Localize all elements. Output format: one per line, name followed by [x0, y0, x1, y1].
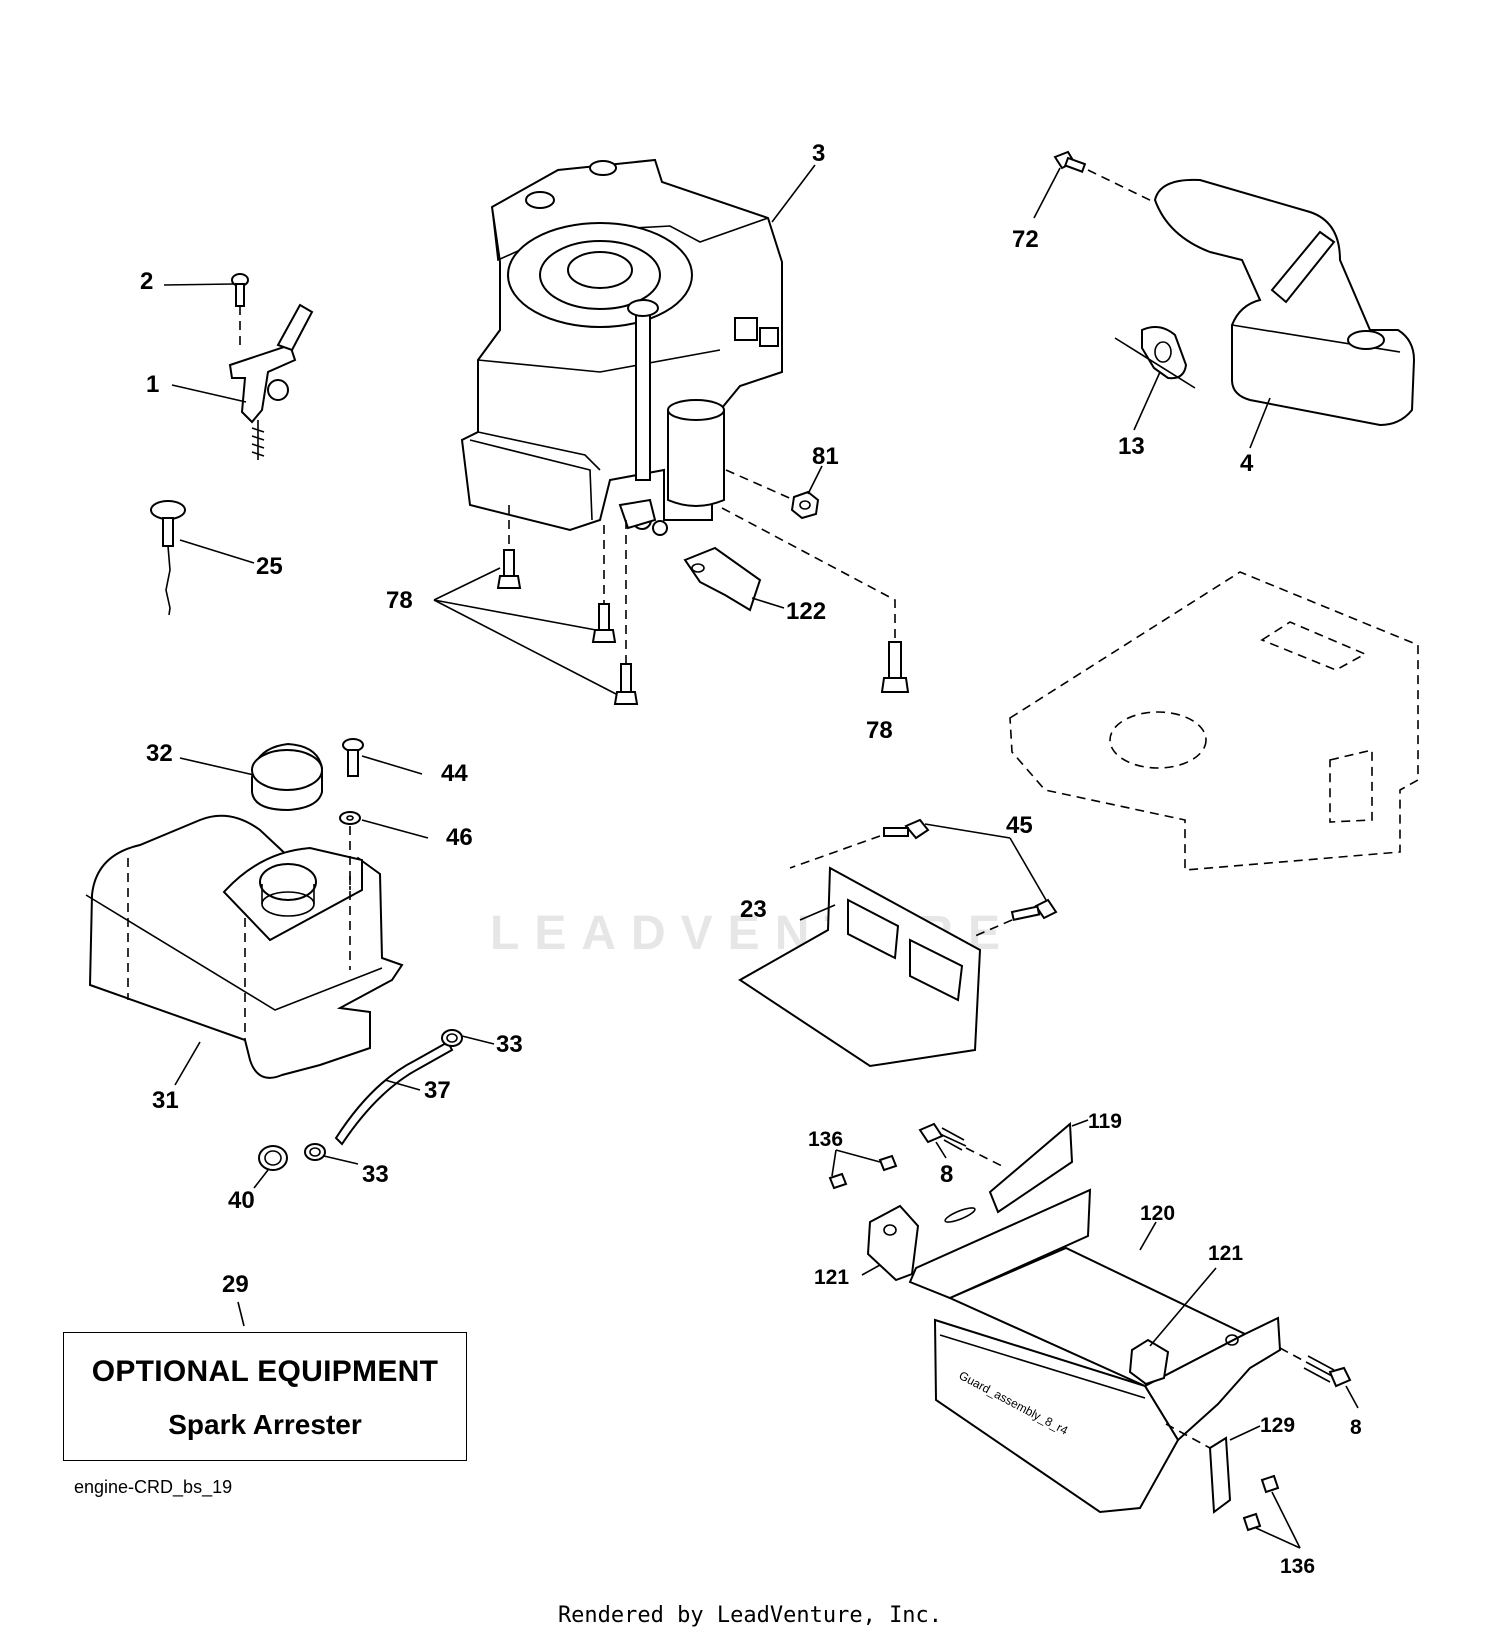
callout-120: 120	[1140, 1202, 1175, 1225]
callout-45: 45	[1006, 812, 1033, 839]
ring-part-40[interactable]	[258, 1145, 288, 1171]
callout-122: 122	[786, 598, 826, 625]
guard-assembly-part-120[interactable]	[908, 1188, 1282, 1514]
bolt-part-45-b[interactable]	[1010, 898, 1058, 922]
bolt-part-78-a[interactable]	[496, 549, 522, 589]
bracket-part-121-a[interactable]	[866, 1204, 920, 1282]
optional-equipment-title: OPTIONAL EQUIPMENT	[91, 1355, 439, 1388]
callout-81: 81	[812, 443, 839, 470]
clamp-part-33-b[interactable]	[304, 1143, 326, 1161]
bracket-part-121-b[interactable]	[1128, 1338, 1170, 1386]
fuel-tank-part-31[interactable]	[85, 814, 404, 1079]
optional-equipment-subtitle: Spark Arrester	[168, 1409, 362, 1440]
screw-part-44[interactable]	[342, 738, 364, 777]
callout-8-b: 8	[1350, 1416, 1362, 1439]
callout-136-a: 136	[808, 1128, 843, 1151]
callout-136-b: 136	[1280, 1555, 1315, 1578]
callout-33-b: 33	[362, 1161, 389, 1188]
callout-4: 4	[1240, 450, 1254, 477]
bolt-part-8-b[interactable]	[1303, 1355, 1352, 1388]
callout-72: 72	[1012, 226, 1039, 253]
footer-credit: Rendered by LeadVenture, Inc.	[557, 1603, 943, 1628]
callout-8-a: 8	[940, 1161, 953, 1188]
nut-part-81[interactable]	[790, 490, 820, 520]
clamp-part-33-a[interactable]	[441, 1029, 463, 1047]
callout-1: 1	[146, 371, 159, 398]
callout-121-a: 121	[814, 1266, 849, 1289]
washer-part-46[interactable]	[339, 811, 361, 825]
callout-119: 119	[1088, 1110, 1122, 1133]
bolt-part-8-a[interactable]	[918, 1122, 967, 1151]
callout-121-b: 121	[1208, 1242, 1243, 1265]
bolt-part-78-c[interactable]	[613, 663, 639, 705]
engine-part-3[interactable]	[460, 158, 783, 536]
callout-78-b: 78	[866, 717, 893, 744]
callout-40: 40	[228, 1187, 255, 1214]
heat-shield-part-23[interactable]	[738, 866, 982, 1068]
callout-13: 13	[1118, 433, 1145, 460]
optional-equipment-box: OPTIONAL EQUIPMENT Spark Arrester	[63, 1332, 467, 1461]
throttle-control-part-1[interactable]	[228, 303, 314, 460]
callout-33-a: 33	[496, 1031, 523, 1058]
bolt-part-45-a[interactable]	[883, 818, 930, 840]
bolt-part-78-b[interactable]	[591, 603, 617, 643]
plate-part-119[interactable]	[988, 1121, 1074, 1214]
fuel-line-part-37[interactable]	[334, 1040, 454, 1146]
screw-part-2[interactable]	[231, 273, 249, 307]
muffler-part-4[interactable]	[1153, 178, 1416, 427]
bolt-part-136-a[interactable]	[828, 1154, 898, 1190]
bolt-part-78-d[interactable]	[880, 641, 910, 693]
frame-reference	[1009, 571, 1419, 871]
callout-37: 37	[424, 1077, 451, 1104]
bolt-part-136-b[interactable]	[1242, 1474, 1280, 1532]
callout-129: 129	[1260, 1414, 1295, 1437]
callout-25: 25	[256, 553, 283, 580]
fuel-cap-part-32[interactable]	[251, 742, 323, 812]
callout-29: 29	[222, 1271, 249, 1298]
callout-78-a: 78	[386, 587, 413, 614]
diagram-id: engine-CRD_bs_19	[74, 1477, 233, 1497]
callout-31: 31	[152, 1087, 179, 1114]
callout-46: 46	[446, 824, 473, 851]
gasket-part-13[interactable]	[1141, 325, 1188, 380]
callout-3: 3	[812, 140, 825, 167]
callout-2: 2	[140, 268, 153, 295]
bolt-part-72[interactable]	[1053, 150, 1087, 173]
callout-32: 32	[146, 740, 173, 767]
choke-knob-part-25[interactable]	[150, 500, 186, 616]
bracket-part-122[interactable]	[683, 546, 762, 612]
plate-part-129[interactable]	[1208, 1436, 1232, 1514]
callout-44: 44	[441, 760, 468, 787]
callout-23: 23	[740, 896, 767, 923]
